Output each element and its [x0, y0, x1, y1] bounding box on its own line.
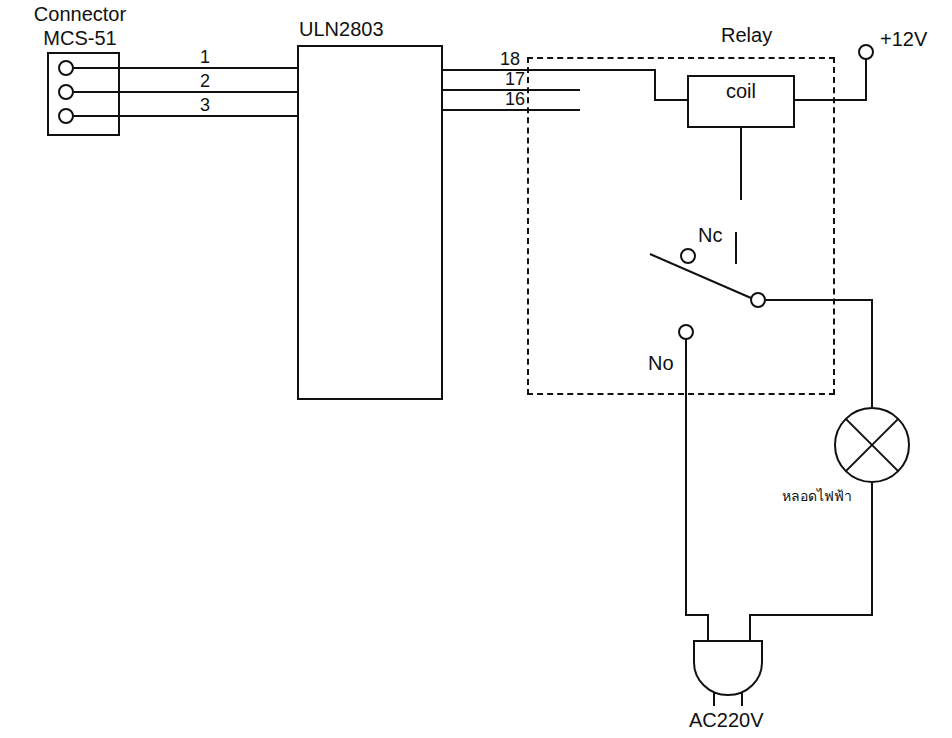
wire: [443, 109, 580, 111]
coil-box: coil: [687, 75, 795, 128]
wire: [443, 70, 687, 100]
contact-label: No: [648, 352, 674, 374]
pin-number: 3: [200, 96, 210, 114]
lamp-symbol: [834, 407, 910, 483]
wire: [835, 300, 872, 407]
wire: [120, 91, 297, 93]
no-terminal: [679, 325, 693, 339]
lamp: หลอดไฟฟ้า: [834, 407, 910, 483]
terminal: [59, 85, 73, 99]
wire: [765, 299, 835, 301]
node-label: ULN2803: [299, 17, 384, 41]
wire: [795, 59, 866, 100]
supply-label: +12V: [880, 28, 927, 50]
wire: [120, 115, 297, 117]
pin-number: 18: [500, 50, 520, 68]
power-plug-symbol: [693, 640, 763, 696]
connector-box: Connector MCS-51: [47, 52, 120, 136]
relay-box: Relaycoil: [527, 57, 835, 395]
wire: [73, 91, 120, 93]
common-terminal: [751, 293, 765, 307]
node-label: Relay: [721, 23, 772, 47]
node-label: coil: [718, 77, 764, 105]
nc-terminal: [681, 249, 695, 263]
power-plug: AC220V: [693, 640, 763, 696]
pin-number: 1: [200, 48, 210, 66]
wire: [750, 483, 872, 640]
node-label: Connector MCS-51: [15, 2, 145, 50]
wire: [120, 67, 297, 69]
node-label: AC220V: [689, 708, 764, 732]
pin-number: 2: [200, 72, 210, 90]
pin-number: 17: [505, 70, 525, 88]
wire: [686, 395, 708, 640]
terminal: [59, 109, 73, 123]
wire: [73, 115, 120, 117]
wire: [73, 67, 120, 69]
coil-link: [740, 128, 742, 200]
node-label: หลอดไฟฟ้า: [782, 487, 852, 505]
switch-blade: [650, 254, 751, 298]
ic-box: ULN2803: [297, 45, 443, 400]
wire: [685, 339, 687, 395]
supply-terminal: [859, 45, 873, 59]
pin-number: 16: [505, 90, 525, 108]
contact-label: Nc: [698, 224, 722, 246]
terminal: [59, 61, 73, 75]
nc-contact: [735, 232, 737, 264]
